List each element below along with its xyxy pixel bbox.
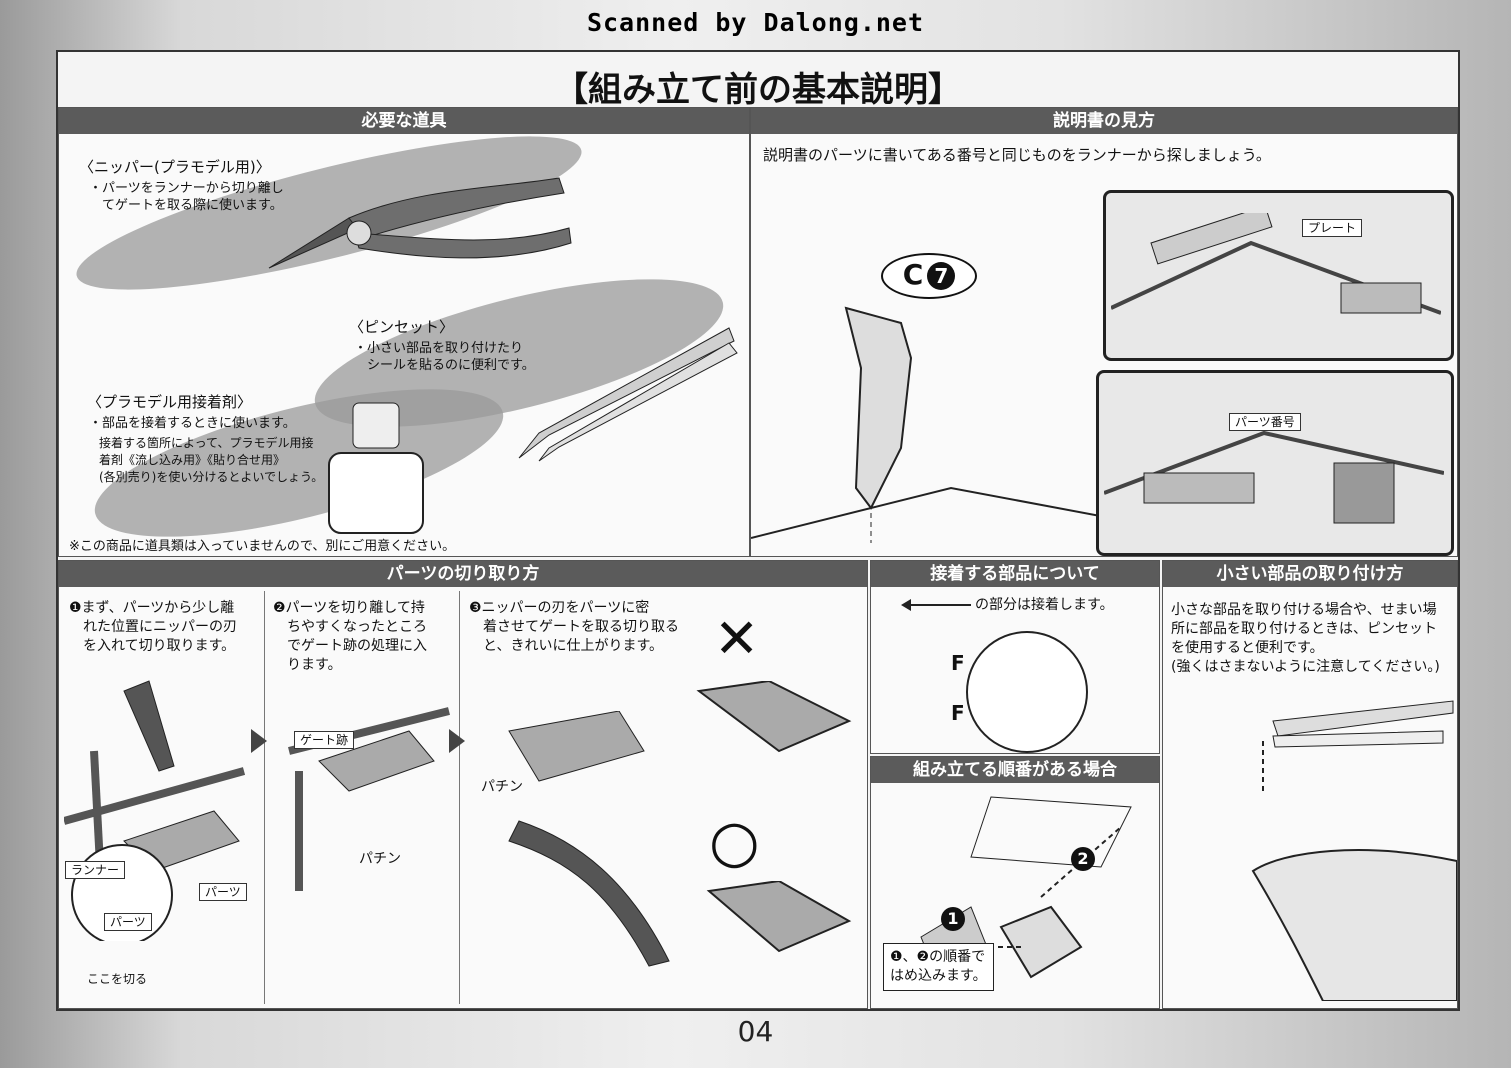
gate-label: ゲート跡 xyxy=(294,731,355,749)
glue-magnifier xyxy=(966,631,1088,753)
cutting-panel: パーツの切り取り方 ❶まず、パーツから少し離 れた位置にニッパーの刃 を入れて切… xyxy=(58,560,868,1009)
step-arrow-1 xyxy=(251,729,267,753)
small-parts-illustration xyxy=(1251,700,1457,1001)
plate-label: プレート xyxy=(1302,219,1363,237)
small-parts-header: 小さい部品の取り付け方 xyxy=(1163,561,1457,587)
bad-part-illustration xyxy=(696,681,852,753)
tweezers-desc: ・小さい部品を取り付けたり シールを貼るのに便利です。 xyxy=(354,341,535,373)
cut-here-label: ここを切る xyxy=(87,972,148,986)
runner-label: ランナー xyxy=(65,861,126,879)
tools-panel: 必要な道具 〈ニッパー(プラモデル用)〉 ・パーツをランナーから切り離し てゲー… xyxy=(58,107,750,557)
cut-step-2: ❷パーツを切り離して持 ちやすくなったところ でゲート跡の処理に入 ります。 xyxy=(273,600,427,673)
tweezers-title: 〈ピンセット〉 xyxy=(349,318,455,336)
order-num-2: 2 xyxy=(1071,847,1095,871)
instruction-frame: 【組み立て前の基本説明】 必要な道具 〈ニッパー(プラモデル用)〉 ・パーツをラ… xyxy=(56,50,1460,1011)
cutting-sep-2 xyxy=(459,591,460,1004)
manual-part-illustration xyxy=(751,306,1111,543)
tools-header: 必要な道具 xyxy=(59,108,749,134)
glue-note: 接着する箇所によって、プラモデル用接 着剤《流し込み用》《貼り合せ用》 (各別売… xyxy=(99,436,324,484)
watermark: Scanned by Dalong.net xyxy=(586,8,925,37)
cut-step-1: ❶まず、パーツから少し離 れた位置にニッパーの刃 を入れて切り取ります。 xyxy=(69,600,237,654)
order-panel: 組み立てる順番がある場合 1 2 ❶、❷の順番で はめ込みます。 xyxy=(870,756,1160,1009)
sfx-pachin-2: パチン xyxy=(481,779,523,795)
plate-inset: プレート xyxy=(1103,190,1454,361)
cut-step-3: ❸ニッパーの刃をパーツに密 着させてゲートを取る切り取る と、きれいに仕上がりま… xyxy=(469,600,679,654)
order-num-1: 1 xyxy=(941,907,965,931)
nipper-title: 〈ニッパー(プラモデル用)〉 xyxy=(79,158,271,176)
partnum-inset: パーツ番号 xyxy=(1096,370,1454,556)
good-part-illustration xyxy=(706,881,852,953)
order-note: ❶、❷の順番で はめ込みます。 xyxy=(883,943,994,991)
small-parts-panel: 小さい部品の取り付け方 小さな部品を取り付ける場合や、せまい場 所に部品を取り付… xyxy=(1162,560,1458,1009)
page-number: 04 xyxy=(737,1015,774,1048)
glue-parts-panel: 接着する部品について の部分は接着します。 F F xyxy=(870,560,1160,754)
glue-title: 〈プラモデル用接着剤〉 xyxy=(87,393,253,411)
step3-illustration xyxy=(508,711,670,967)
glue-label-f2: F xyxy=(951,701,965,725)
magnify-parts-label: パーツ xyxy=(104,913,152,931)
glue-parts-desc: の部分は接着します。 xyxy=(975,597,1114,613)
parts-label: パーツ xyxy=(199,883,247,901)
glue-label-f1: F xyxy=(951,651,965,675)
small-parts-desc: 小さな部品を取り付ける場合や、せまい場 所に部品を取り付けるときは、ピンセット … xyxy=(1171,602,1440,675)
tools-footnote: ※この商品に道具類は入っていませんので、別にご用意ください。 xyxy=(69,539,456,554)
part-number-badge: 7 xyxy=(927,262,956,290)
good-mark: ○ xyxy=(709,807,760,875)
cutting-sep-1 xyxy=(264,591,265,1004)
part-code: C xyxy=(902,258,924,291)
part-number-label: パーツ番号 xyxy=(1229,413,1301,431)
order-header: 組み立てる順番がある場合 xyxy=(871,757,1159,783)
partnum-runner-illustration xyxy=(1104,430,1444,524)
sfx-pachin-1: パチン xyxy=(359,851,401,867)
manual-header: 説明書の見方 xyxy=(751,108,1457,134)
tweezers-illustration xyxy=(518,327,738,462)
page-title: 【組み立て前の基本説明】 xyxy=(554,70,962,110)
glue-parts-header: 接着する部品について xyxy=(871,561,1159,587)
plate-runner-illustration xyxy=(1111,213,1441,315)
manual-panel: 説明書の見方 説明書のパーツに書いてある番号と同じものをランナーから探しましょう… xyxy=(750,107,1458,557)
nipper-desc: ・パーツをランナーから切り離し てゲートを取る際に使います。 xyxy=(89,181,284,213)
bad-mark: ✕ xyxy=(714,607,760,670)
glue-area-arrow xyxy=(901,599,971,611)
nipper-illustration xyxy=(268,177,572,269)
cutting-header: パーツの切り取り方 xyxy=(59,561,867,587)
step-arrow-2 xyxy=(449,729,465,753)
manual-desc: 説明書のパーツに書いてある番号と同じものをランナーから探しましょう。 xyxy=(763,146,1271,164)
glue-desc: ・部品を接着するときに使います。 xyxy=(89,416,296,431)
glue-bottle-illustration xyxy=(328,402,424,534)
